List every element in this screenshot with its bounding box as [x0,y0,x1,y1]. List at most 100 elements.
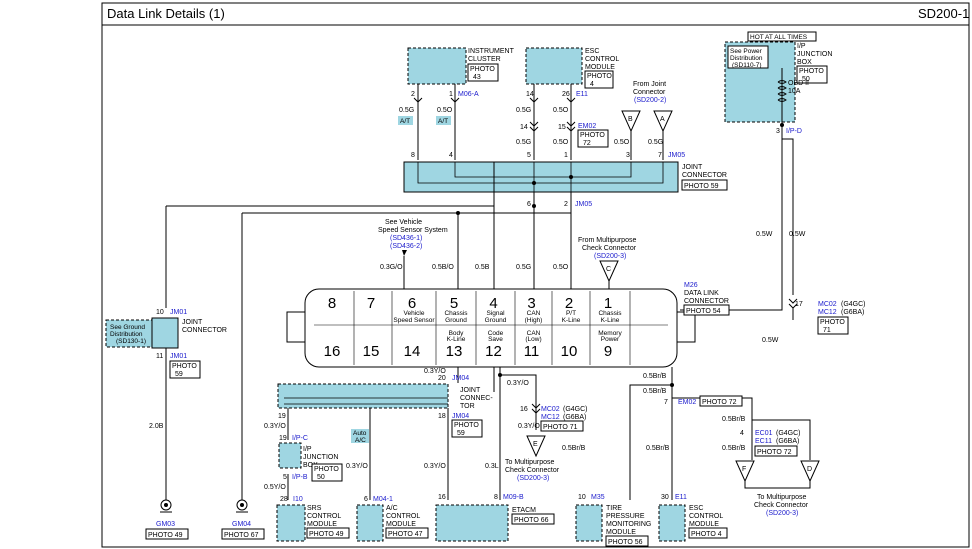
connector-e11: E11 [576,91,588,98]
esc-control-module-bottom-box[interactable] [658,504,686,542]
pin-label: 28 [280,496,288,503]
pin-label: 8 [411,152,415,159]
connector-jm01: JM01 [170,309,187,316]
dlc-pin-label: K-Line [447,336,466,343]
connector-f-triangle[interactable] [735,460,755,483]
header-bar [101,2,970,26]
pin-label: 4 [449,152,453,159]
connector-i10: I10 [293,496,303,503]
ac-control-module-box[interactable] [356,504,384,542]
photo-label: PHOTO 4 [691,531,722,538]
jm04-label: TOR [460,403,475,410]
dlc-pin-bottom-num: 15 [363,343,380,360]
wire-label: 0.3Y/O [518,423,540,430]
joint-connector-jm04-box[interactable] [277,383,449,409]
connector-m041: M04-1 [373,496,393,503]
dlc-pin-label: Chassis [598,310,622,317]
tpms-module-box[interactable] [575,504,603,542]
wire-label: 0.3Y/O [424,463,446,470]
ac-label: A/C [386,505,398,512]
photo-label: PHOTO 47 [388,531,423,538]
connector-mc02: MC02 [818,301,837,308]
photo-label: PHOTO 49 [148,532,183,539]
instrument-cluster-box[interactable] [407,47,467,85]
esc-bottom-label: CONTROL [689,513,723,520]
triangle-label: A [660,116,665,123]
ac-label: CONTROL [386,513,420,520]
connector-c-triangle[interactable] [599,260,619,283]
wire-label: 0.3Y/O [507,380,529,387]
dlc-pin-label: Ground [445,317,467,324]
dlc-pin-label: Vehicle [404,310,425,317]
connector-mc02: MC02 [541,406,560,413]
photo-label: PHOTO [799,68,824,75]
photo-label: PHOTO [172,363,197,370]
esc-top-label-2: CONTROL [585,56,619,63]
at-badge-1 [398,116,413,125]
pin-label: 2 [564,201,568,208]
ref-code: (SD200-3) [766,510,798,517]
variant-label: (G6BA) [841,309,864,316]
jm05-label: CONNECTOR [682,172,727,179]
connector-d-triangle[interactable] [800,460,820,483]
wire-label: 0.5Y/O [264,484,286,491]
joint-connector-jm01-box[interactable] [151,317,179,349]
pin-label: 3 [626,152,630,159]
photo-num: 59 [457,430,465,437]
triangle-label: E [533,441,538,448]
ref-text: See Power [730,48,763,55]
pin-label: 1 [449,91,453,98]
jm01-label: CONNECTOR [182,327,227,334]
connector-em02: EM02 [578,123,596,130]
pin-label: 14 [520,124,528,131]
variant-label: (G4GC) [776,430,801,437]
jm01-label: JOINT [182,319,203,326]
srs-label: MODULE [307,521,337,528]
connector-m26: M26 [684,282,698,289]
auto-ac-badge: Auto [353,430,367,437]
wire-label: 0.5G [516,139,531,146]
esc-top-photo: PHOTO [587,73,612,80]
variant-label: (G4GC) [841,301,866,308]
connector-ec11: EC11 [755,438,772,445]
photo-label: PHOTO 72 [702,399,737,406]
dlc-pin-bottom-num: 13 [446,343,463,360]
fuse-label: OBD II [788,80,809,87]
ip-lower-label: JUNCTION [303,454,338,461]
data-link-connector-m26[interactable] [304,288,678,368]
connector-a-triangle[interactable] [653,110,673,133]
connector-em02: EM02 [678,399,696,406]
ip-junction-box-lower[interactable] [278,442,302,469]
ground-distribution-box[interactable] [105,319,153,348]
pin-label: 18 [438,413,446,420]
dlc-pin-label: CAN [527,310,541,317]
dlc-pin-label: Memory [598,330,622,337]
dlc-pin-label: Speed Sensor [393,317,435,324]
dlc-left-tab [286,311,306,343]
ref-text: From Joint [633,81,666,88]
dlc-pin-top-num: 8 [328,295,336,312]
dlc-pin-label: CAN [527,330,541,337]
dlc-label: DATA LINK [684,290,719,297]
tpms-label: TIRE [606,505,622,512]
esc-control-module-top-box[interactable] [525,47,583,85]
photo-label: PHOTO [314,466,339,473]
at-badge-text: A/T [438,118,448,125]
connector-b-triangle[interactable] [621,110,641,133]
ref-code: (SD436-1) [390,235,422,242]
srs-control-module-box[interactable] [276,504,306,542]
dlc-pin-bottom-num: 11 [524,343,540,360]
dlc-right-tab [676,311,696,343]
instrument-cluster-label-1: INSTRUMENT [468,48,515,55]
photo-num: 50 [802,76,810,83]
etacm-box[interactable] [435,504,509,542]
ref-text: See Vehicle [385,219,422,226]
ref-text: To Multipurpose [505,459,555,466]
connector-jm04: JM04 [452,413,469,420]
dlc-pin-label: Code [488,330,504,337]
dlc-pin-top-num: 1 [604,295,612,312]
dlc-pin-top-num: 5 [450,295,458,312]
connector-e-triangle[interactable] [526,435,546,458]
pin-label: 8 [494,494,498,501]
variant-label: (G4GC) [563,406,588,413]
